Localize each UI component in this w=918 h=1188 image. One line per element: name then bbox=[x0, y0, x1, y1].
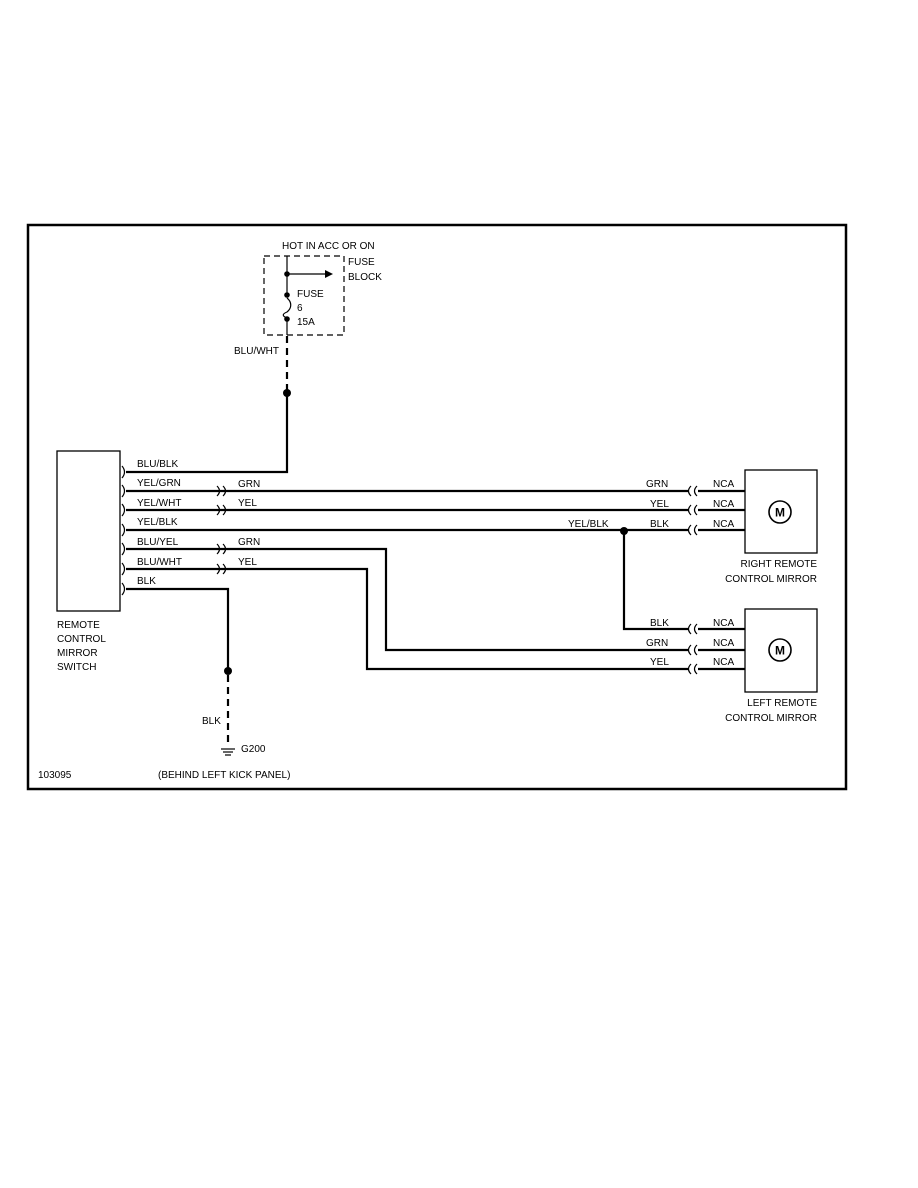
left-mirror-motor-label: M bbox=[775, 644, 785, 658]
inline-label-grn-2: GRN bbox=[238, 537, 260, 548]
inline-label-yel-2: YEL bbox=[238, 557, 257, 568]
fuse-block-outline bbox=[263, 255, 345, 336]
right-wire-label-grn: GRN bbox=[646, 479, 668, 490]
left-mirror-label-1: LEFT REMOTE bbox=[747, 698, 817, 709]
right-wire-label-yel: YEL bbox=[650, 499, 669, 510]
pin-label-blk: BLK bbox=[137, 576, 156, 587]
wire-blu-blk bbox=[126, 393, 289, 474]
hot-label: HOT IN ACC OR ON bbox=[282, 241, 375, 252]
wire-grn-left bbox=[126, 547, 688, 652]
fuse-block-label-2: BLOCK bbox=[348, 272, 382, 283]
feed-wire-label: BLU/WHT bbox=[234, 346, 279, 357]
ground-g200: BLK G200 (BEHIND LEFT KICK PANEL) bbox=[158, 667, 290, 781]
right-mirror-motor-label: M bbox=[775, 506, 785, 520]
switch-label-2: CONTROL bbox=[57, 634, 106, 645]
pin-label-blu-yel: BLU/YEL bbox=[137, 537, 179, 548]
ground-id: G200 bbox=[241, 744, 266, 755]
fuse-label: FUSE bbox=[297, 289, 324, 300]
ground-icon bbox=[221, 748, 235, 756]
mirror-switch: REMOTE CONTROL MIRROR SWITCH BLU/BLK YEL… bbox=[56, 450, 182, 673]
fuse-block: HOT IN ACC OR ON FUSE BLOCK FUSE 6 15A bbox=[263, 241, 382, 336]
pin-label-yel-wht: YEL/WHT bbox=[137, 498, 181, 509]
right-mirror-motor-icon bbox=[768, 500, 792, 524]
wire-yel-left bbox=[126, 567, 688, 671]
switch-body bbox=[56, 450, 121, 612]
wire-blk-ground bbox=[126, 587, 230, 670]
right-mirror-label-2: CONTROL MIRROR bbox=[725, 574, 817, 585]
ground-wire-label: BLK bbox=[202, 716, 221, 727]
fuse-block-label-1: FUSE bbox=[348, 257, 375, 268]
inline-label-yel-1: YEL bbox=[238, 498, 257, 509]
fuse-number: 6 bbox=[297, 303, 303, 314]
nca-label-l1: NCA bbox=[713, 618, 734, 629]
left-wire-label-blk: BLK bbox=[650, 618, 669, 629]
nca-label-r1: NCA bbox=[713, 479, 734, 490]
pin-label-blu-wht: BLU/WHT bbox=[137, 557, 182, 568]
ground-location: (BEHIND LEFT KICK PANEL) bbox=[158, 770, 290, 781]
switch-label-4: SWITCH bbox=[57, 662, 96, 673]
right-mirror: M RIGHT REMOTE CONTROL MIRROR bbox=[725, 469, 818, 585]
switch-label-3: MIRROR bbox=[57, 648, 98, 659]
nca-label-l3: NCA bbox=[713, 657, 734, 668]
fuse-rating: 15A bbox=[297, 317, 315, 328]
mirror-connectors bbox=[687, 485, 698, 675]
inline-label-grn-1: GRN bbox=[238, 479, 260, 490]
wire-blk-left-mirror bbox=[622, 531, 688, 631]
fuse-6-symbol bbox=[282, 297, 292, 319]
right-mirror-body bbox=[744, 469, 818, 554]
pin-label-yel-grn: YEL/GRN bbox=[137, 478, 181, 489]
diagram-frame bbox=[26, 223, 848, 791]
nca-label-l2: NCA bbox=[713, 638, 734, 649]
right-wire-label-blk: BLK bbox=[650, 519, 669, 530]
left-mirror: M LEFT REMOTE CONTROL MIRROR bbox=[725, 608, 818, 724]
left-mirror-body bbox=[744, 608, 818, 693]
pin-label-yel-blk: YEL/BLK bbox=[137, 517, 178, 528]
left-mirror-label-2: CONTROL MIRROR bbox=[725, 713, 817, 724]
left-wire-label-yel: YEL bbox=[650, 657, 669, 668]
right-splice-label: YEL/BLK bbox=[568, 519, 609, 530]
left-mirror-motor-icon bbox=[768, 638, 792, 662]
ground-splice bbox=[224, 667, 232, 675]
nca-label-r3: NCA bbox=[713, 519, 734, 530]
pin-label-blu-blk: BLU/BLK bbox=[137, 459, 178, 470]
nca-label-r2: NCA bbox=[713, 499, 734, 510]
right-mirror-label-1: RIGHT REMOTE bbox=[741, 559, 818, 570]
switch-label-1: REMOTE bbox=[57, 620, 100, 631]
left-wire-label-grn: GRN bbox=[646, 638, 668, 649]
figure-id: 103095 bbox=[38, 770, 72, 781]
